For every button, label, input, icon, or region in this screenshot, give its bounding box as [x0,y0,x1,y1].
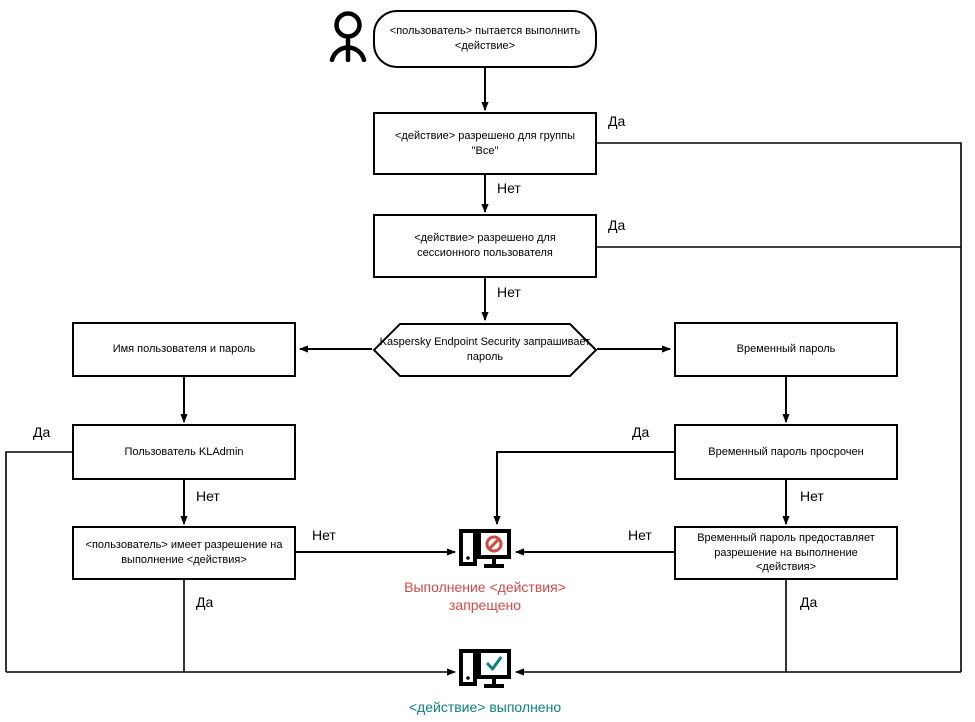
node-allowed-session-user-label: <действие> разрешено для сессионного пол… [414,232,556,259]
node-start-label: <пользователь> пытается выполнить <дейст… [389,25,581,52]
node-user-has-permission-label: <пользователь> имеет разрешение на выпол… [85,539,283,566]
node-kes-prompt-label: Kaspersky Endpoint Security запрашивает … [379,336,591,363]
person-icon [326,10,370,63]
node-temp-password: Временный пароль [674,322,898,377]
edge-label-kladmin-yes: Да [33,424,51,440]
edge-label-grants-no: Нет [628,527,652,543]
node-temp-password-label: Временный пароль [736,343,836,356]
edge-label-grants-yes: Да [800,594,818,610]
allowed-terminal-label: <действие> выполнено [408,699,562,715]
edge-label-session-no: Нет [497,284,521,300]
node-user-has-permission: <пользователь> имеет разрешение на выпол… [72,526,296,580]
node-temp-password-grants-label: Временный пароль предоставляет разрешени… [697,531,875,574]
monitor-check-icon [459,648,511,696]
edge-expired-yes [493,451,674,525]
node-start: <пользователь> пытается выполнить <дейст… [373,10,597,68]
node-kladmin-user: Пользователь KLAdmin [72,424,296,480]
edge-everyone-yes-rail [597,142,962,672]
edge-label-permission-no: Нет [312,527,336,543]
edge-label-kladmin-no: Нет [196,488,220,504]
node-allowed-everyone: <действие> разрешено для группы "Все" [373,112,597,175]
edge-label-permission-yes: Да [196,594,214,610]
edge-label-everyone-yes: Да [608,113,626,129]
edge-label-everyone-no: Нет [497,180,521,196]
node-temp-password-expired: Временный пароль просрочен [674,424,898,480]
node-kes-prompt: Kaspersky Endpoint Security запрашивает … [372,322,598,378]
denied-terminal-label: Выполнение <действия> запрещено [345,578,625,614]
node-username-password: Имя пользователя и пароль [72,322,296,377]
edge-kladmin-yes-rail [5,451,72,672]
node-allowed-everyone-label: <действие> разрешено для группы "Все" [395,129,575,157]
node-temp-password-grants: Временный пароль предоставляет разрешени… [674,526,898,580]
node-temp-password-expired-label: Временный пароль просрочен [708,445,864,458]
denied-terminal-label-line2: запрещено [448,597,522,614]
denied-terminal-label-line1: Выполнение <действия> [404,579,566,595]
edge-label-expired-yes: Да [632,424,650,440]
node-allowed-session-user: <действие> разрешено для сессионного пол… [373,214,597,278]
node-username-password-label: Имя пользователя и пароль [112,343,256,356]
node-kladmin-user-label: Пользователь KLAdmin [124,445,244,458]
monitor-denied-icon [459,528,511,576]
edge-label-expired-no: Нет [800,488,824,504]
edge-label-session-yes: Да [608,217,626,233]
